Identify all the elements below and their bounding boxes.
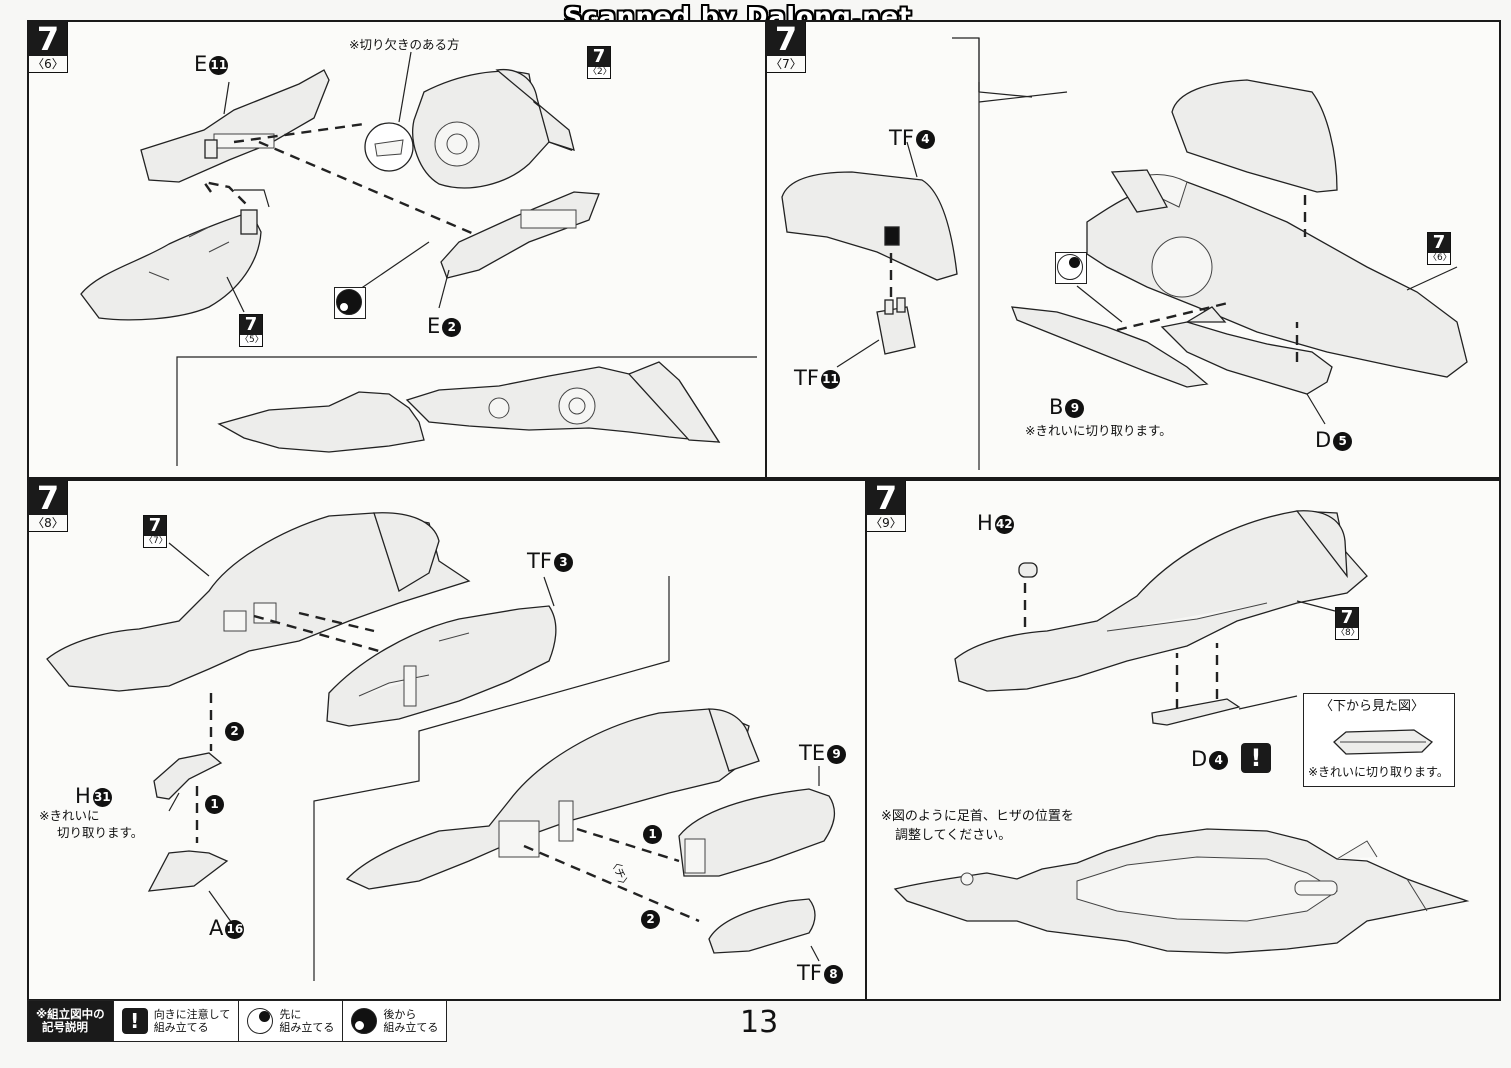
later-assemble-icon — [336, 289, 362, 315]
ref-step-7-8: 7 〈8〉 — [1335, 607, 1360, 640]
orientation-warning-icon: ! — [1241, 743, 1271, 773]
legend-item-orientation: ! 向きに注意して組み立てる — [114, 1001, 240, 1041]
ref-step-7-6: 7 〈6〉 — [1427, 232, 1452, 265]
later-assemble-icon — [351, 1008, 378, 1034]
order-badge-2: 2 — [641, 910, 660, 929]
step-badge: 7 〈8〉 — [29, 481, 68, 532]
step-7-illustration — [781, 37, 1468, 470]
legend-header: ※組立図中の 記号説明 — [28, 1001, 114, 1041]
step-badge: 7 〈7〉 — [767, 22, 806, 73]
step-badge: 7 〈9〉 — [867, 481, 906, 532]
note-clean-cut: ※きれいに 切り取ります。 — [39, 808, 144, 840]
note-adjust: ※図のように足首、ヒザの位置を 調整してください。 — [881, 809, 1074, 843]
bottom-view-inset: 〈下から見た図〉 ※きれいに切り取ります。 — [1303, 693, 1455, 787]
legend-item-first: 先に組み立てる — [239, 1001, 344, 1041]
page-number: 13 — [740, 1005, 779, 1040]
order-badge-2: 2 — [225, 722, 244, 741]
note-clean-cut: ※きれいに切り取ります。 — [1025, 423, 1172, 438]
legend-item-later: 後から組み立てる — [343, 1001, 446, 1041]
first-assemble-icon — [1057, 254, 1083, 280]
first-assemble-icon — [247, 1008, 274, 1034]
exclamation-icon: ! — [121, 1008, 148, 1034]
assemble-later-symbol — [334, 287, 366, 319]
assemble-first-symbol — [1055, 252, 1087, 284]
ref-step-7-2: 7 〈2〉 — [587, 46, 612, 79]
inset-note: ※きれいに切り取ります。 — [1308, 765, 1449, 779]
step-6-illustration — [80, 51, 757, 466]
note-notch: ※切り欠きのある方 — [349, 37, 460, 52]
step-badge: 7 〈6〉 — [29, 22, 68, 73]
ref-step-7-5: 7 〈5〉 — [239, 314, 264, 347]
inset-title: 〈下から見た図〉 — [1320, 699, 1425, 714]
symbol-legend: ※組立図中の 記号説明 ! 向きに注意して組み立てる 先に組み立てる 後から組み… — [27, 1000, 448, 1042]
order-badge-1: 1 — [205, 795, 224, 814]
ref-step-7-7: 7 〈7〉 — [143, 515, 168, 548]
step-9-illustration — [893, 510, 1470, 954]
bottom-view-drawing — [1333, 729, 1434, 755]
order-badge-1: 1 — [643, 825, 662, 844]
step-8-illustration — [46, 512, 836, 981]
